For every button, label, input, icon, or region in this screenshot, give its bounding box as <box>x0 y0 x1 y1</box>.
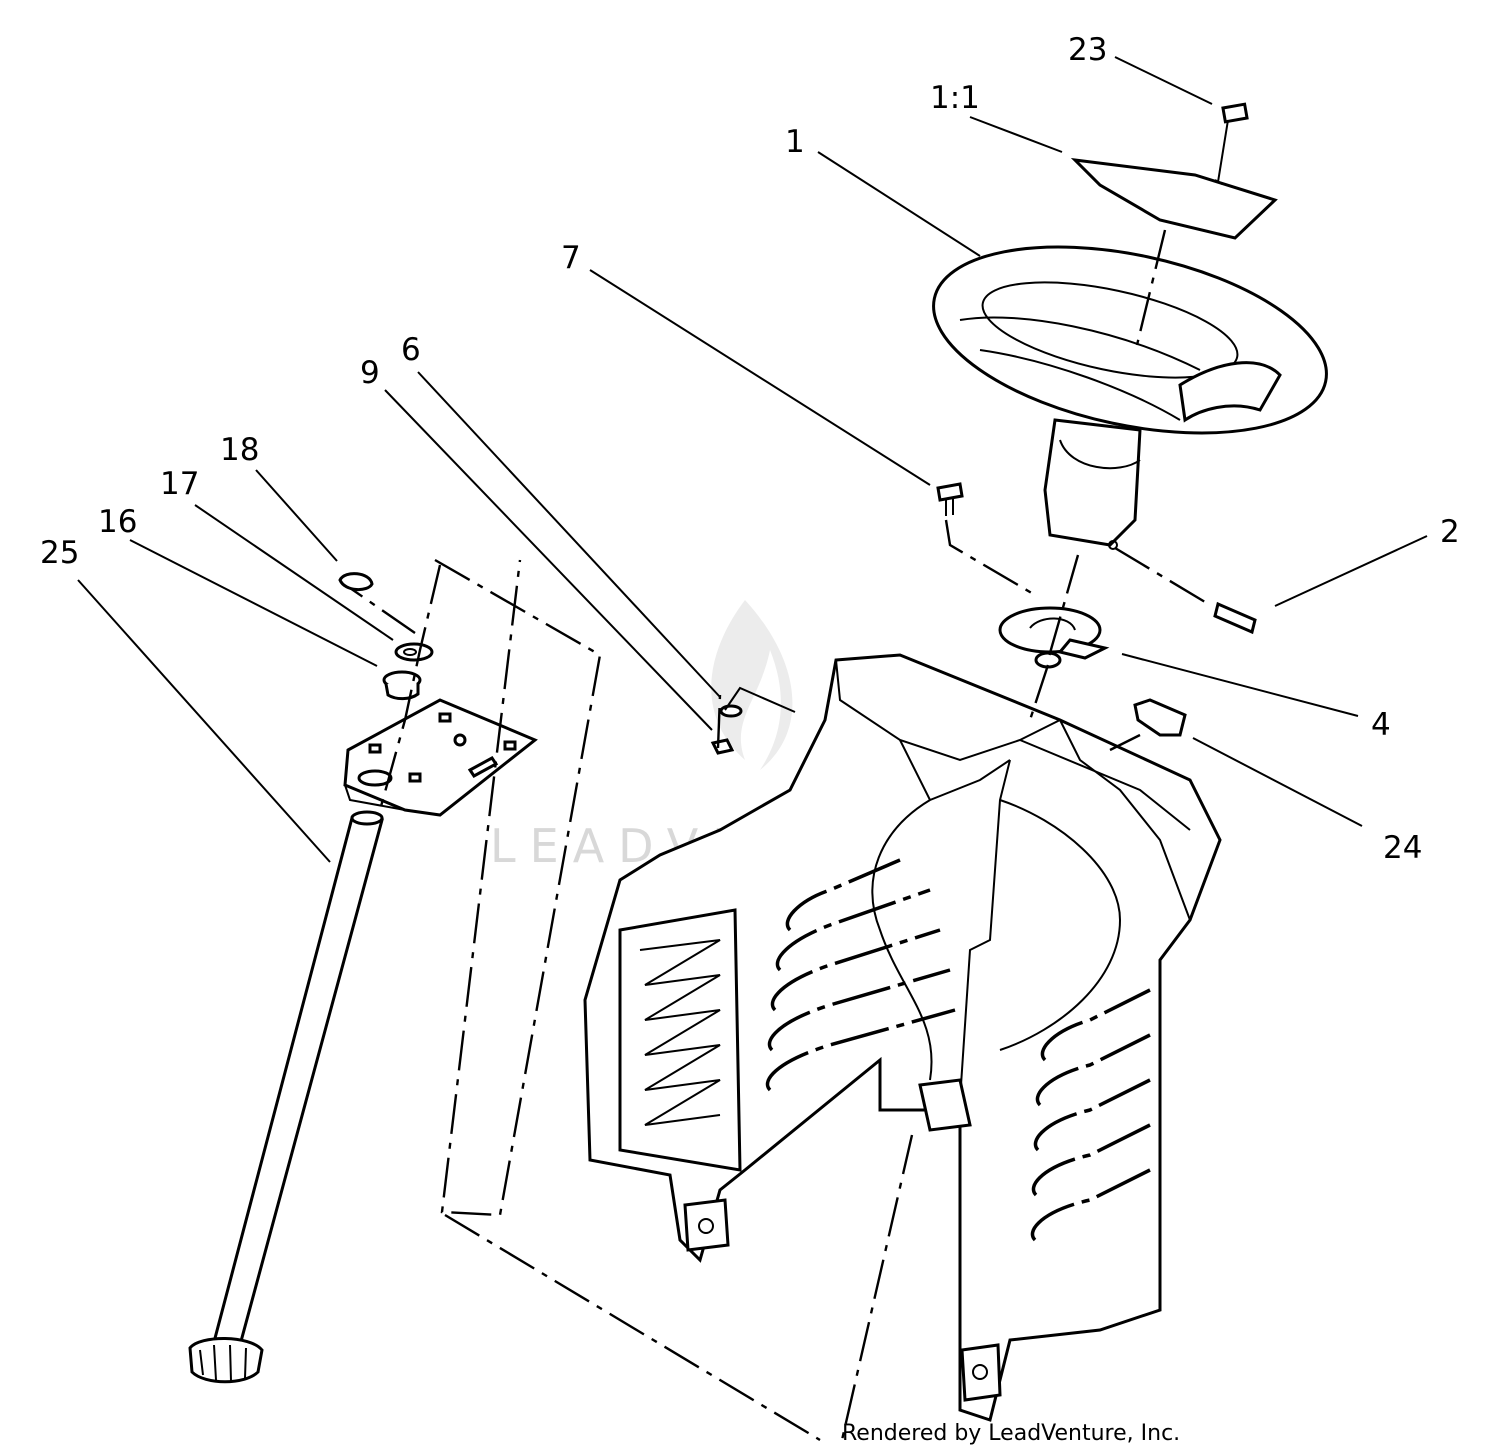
callout-17: 17 <box>160 466 199 502</box>
steering-shaft <box>188 810 384 1384</box>
washer <box>394 642 434 662</box>
callout-24: 24 <box>1383 830 1422 866</box>
callout-1: 1 <box>785 124 805 160</box>
flame-logo-icon <box>711 600 793 770</box>
roll-pin <box>1213 601 1257 635</box>
assembly-lines <box>349 119 1229 1442</box>
callout-25: 25 <box>40 535 79 571</box>
footer-credit: Rendered by LeadVenture, Inc. <box>842 1421 1180 1446</box>
bolt <box>936 482 964 516</box>
middle-slots <box>765 858 956 1092</box>
callout-6: 6 <box>401 332 421 368</box>
emblem <box>1221 102 1249 124</box>
bushing <box>1133 698 1187 737</box>
steering-wheel <box>932 245 1328 547</box>
mounting-plate <box>343 698 538 817</box>
right-slots <box>1030 988 1151 1242</box>
retaining-ring <box>338 572 374 591</box>
steering-console <box>583 653 1222 1422</box>
callout-1-1: 1:1 <box>930 80 980 116</box>
callout-23: 23 <box>1068 32 1107 68</box>
callout-4: 4 <box>1371 707 1391 743</box>
callout-16: 16 <box>98 504 137 540</box>
left-grille-vents <box>639 939 721 1126</box>
flange-bushing <box>382 670 422 701</box>
leader-lines <box>77 56 1428 863</box>
callout-9: 9 <box>360 355 380 391</box>
hub-adapter <box>998 606 1110 669</box>
lock-washer <box>719 704 743 718</box>
nut <box>710 738 735 755</box>
callout-labels: 23 1:1 1 7 6 9 18 17 16 25 2 4 24 <box>40 32 1460 866</box>
callout-2: 2 <box>1440 514 1460 550</box>
wheel-cap <box>1070 157 1278 240</box>
callout-18: 18 <box>220 432 259 468</box>
callout-7: 7 <box>561 240 581 276</box>
